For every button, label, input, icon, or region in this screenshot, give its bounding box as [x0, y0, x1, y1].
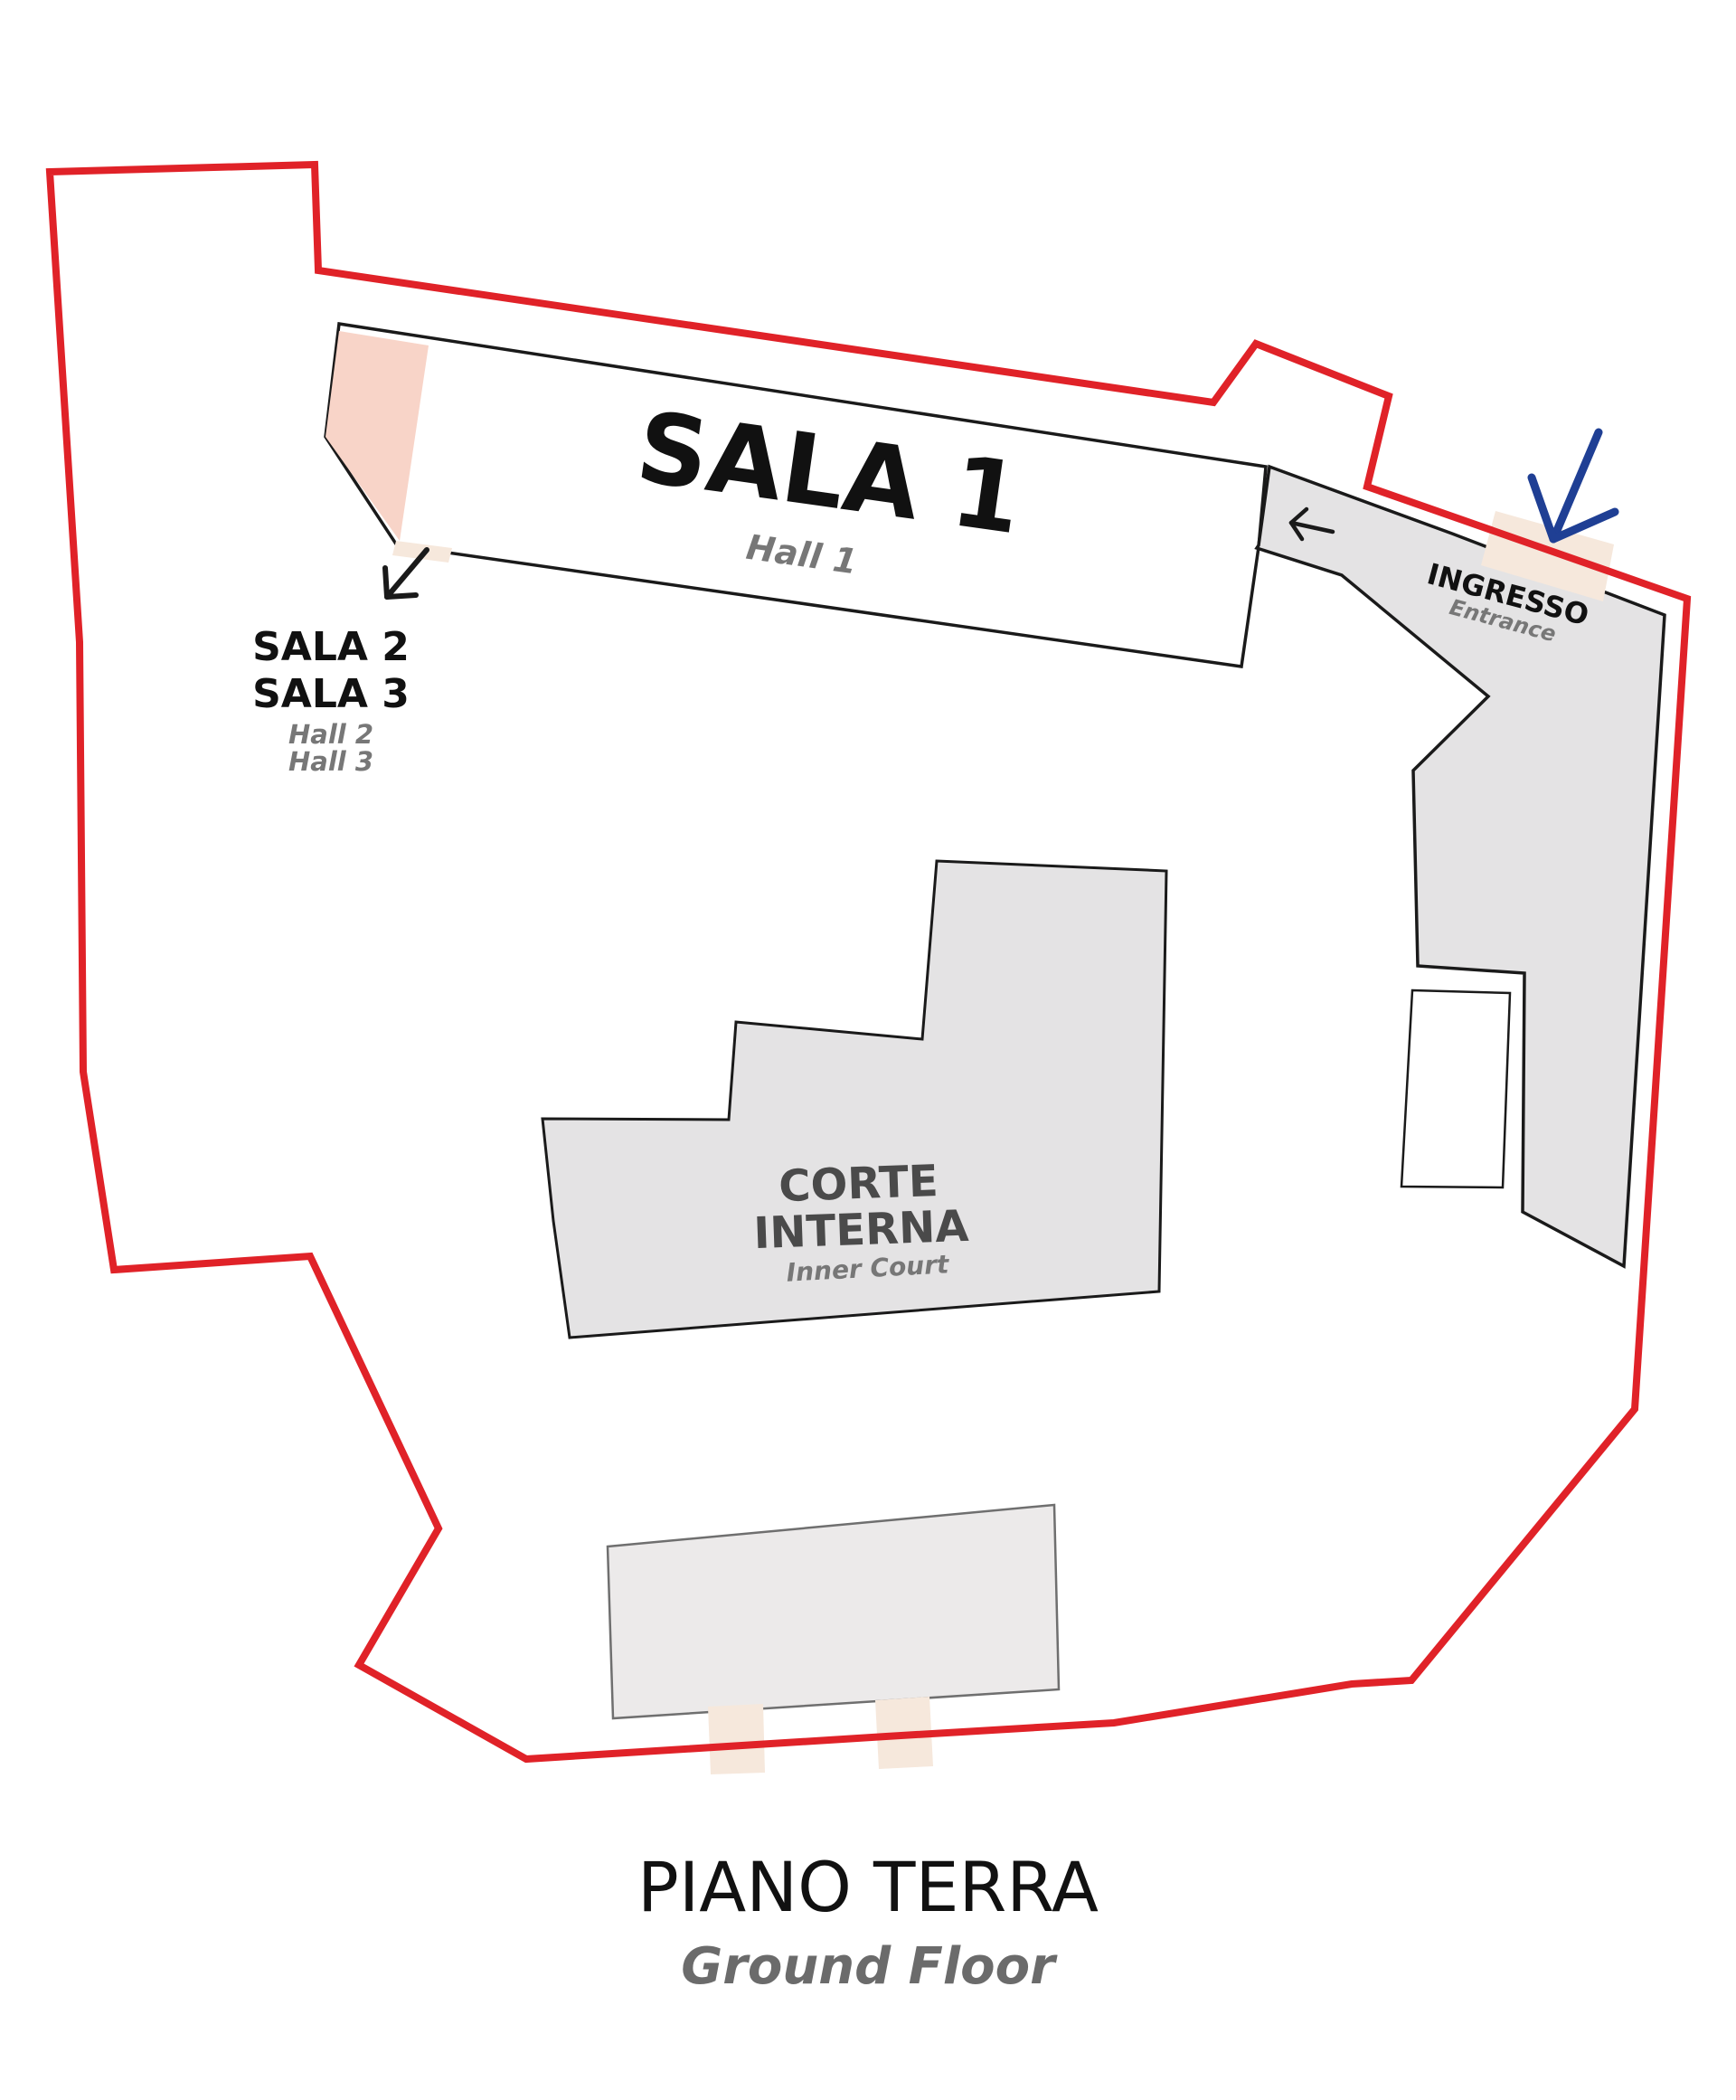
inner-court-area[interactable] [541, 859, 1168, 1339]
building-perimeter [45, 160, 1692, 1764]
entrance-corridor[interactable] [1254, 464, 1666, 1269]
inner-court-title-line1: CORTE [778, 1156, 939, 1212]
hall-1-highlight-zone [326, 331, 429, 541]
hall-3-title: SALA 3 [252, 671, 410, 717]
small-service-room[interactable] [1400, 989, 1512, 1189]
floor-subtitle: Ground Floor [681, 1937, 1058, 1996]
hall-1-room[interactable] [324, 321, 1268, 668]
hall-2-english: Hall 2 [288, 719, 373, 750]
hall-3-english: Hall 3 [288, 746, 373, 777]
arrow-left-icon [1288, 506, 1335, 542]
hall-2-title: SALA 2 [252, 624, 410, 670]
arrow-down-left-icon [382, 547, 429, 600]
entrance-arrow-icon [1527, 428, 1619, 544]
bottom-annex-building[interactable] [606, 1503, 1061, 1720]
entrance-door[interactable] [1481, 511, 1614, 601]
bottom-door-left[interactable] [708, 1704, 765, 1774]
inner-court-title-line2: INTERNA [753, 1201, 970, 1259]
floor-title: PIANO TERRA [637, 1847, 1099, 1927]
